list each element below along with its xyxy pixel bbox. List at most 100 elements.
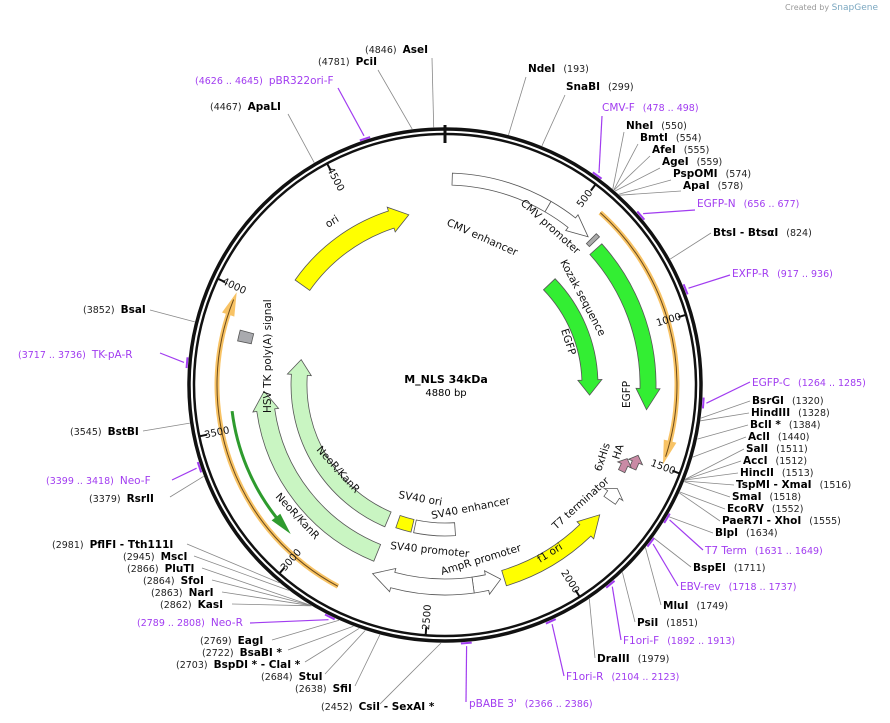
enzyme-site-label[interactable]: SmaI(1518) <box>732 491 801 503</box>
enzyme-site-label[interactable]: (2769)EagI <box>200 635 263 647</box>
primer-site-label[interactable]: EXFP-R(917 .. 936) <box>732 268 833 280</box>
site-position: (2981) <box>52 540 84 551</box>
sv40-ori-box[interactable] <box>395 514 415 533</box>
site-labels: (4846)AseI(4781)PciI (4626 .. 4645)pBR322… <box>18 44 866 713</box>
site-name: EGFP-N <box>697 198 736 210</box>
enzyme-site-label[interactable]: (2981)PflFI - Tth111I <box>52 539 173 551</box>
enzyme-site-label[interactable]: EcoRV(1552) <box>727 503 803 515</box>
enzyme-site-label[interactable]: AgeI(559) <box>662 156 722 168</box>
enzyme-site-label[interactable]: (4846)AseI <box>365 44 428 56</box>
ha-arrow[interactable] <box>616 458 633 474</box>
enzyme-site-label[interactable]: MluI(1749) <box>663 600 728 612</box>
enzyme-site-label[interactable]: BlpI(1634) <box>715 527 778 539</box>
enzyme-site-label[interactable]: PspOMI(574) <box>673 168 751 180</box>
enzyme-site-label[interactable]: (2703)BspDI * - ClaI * <box>176 659 301 671</box>
cmv-promoter-arrow[interactable] <box>544 200 589 238</box>
enzyme-site-label[interactable]: AfeI(555) <box>652 144 709 156</box>
site-position: (4467) <box>210 102 242 113</box>
site-position: (1979) <box>638 654 670 665</box>
neor-inner-arrow[interactable] <box>286 358 392 528</box>
site-position: (2863) <box>151 588 183 599</box>
orf-arc-right[interactable] <box>598 210 680 465</box>
enzyme-site-label[interactable]: BclI *(1384) <box>750 419 820 431</box>
enzyme-site-label[interactable]: (2862)KasI <box>160 599 223 611</box>
egfp-outer-arrow[interactable] <box>589 243 661 411</box>
egfp-inner-arrow[interactable] <box>542 278 603 396</box>
site-leader-line <box>142 422 190 432</box>
enzyme-site-label[interactable]: (3545)BstBI <box>70 426 139 438</box>
site-leader-line <box>588 598 596 659</box>
site-name: NdeI <box>528 63 555 75</box>
primer-site-label[interactable]: T7 Term(1631 .. 1649) <box>704 545 823 557</box>
enzyme-site-label[interactable]: (4467)ApaLI <box>210 101 281 113</box>
primer-site-label[interactable]: (4626 .. 4645)pBR322ori-F <box>195 75 334 87</box>
enzyme-site-label[interactable]: AccI(1512) <box>743 455 807 467</box>
enzyme-site-label[interactable]: (2864)SfoI <box>143 575 204 587</box>
site-position: (2703) <box>176 660 208 671</box>
primer-site-label[interactable]: (3717 .. 3736)TK-pA-R <box>18 349 133 361</box>
orf-arc-left[interactable] <box>214 292 340 589</box>
enzyme-site-label[interactable]: TspMI - XmaI(1516) <box>736 479 851 491</box>
site-position: (1264 .. 1285) <box>798 378 866 389</box>
primer-site-label[interactable]: (2789 .. 2808)Neo-R <box>137 617 243 629</box>
tick-mark <box>590 182 598 192</box>
f1-ori-arrow[interactable] <box>501 514 601 587</box>
enzyme-site-label[interactable]: BtsI - BtsαI(824) <box>713 227 812 239</box>
enzyme-site-label[interactable]: HincII(1513) <box>740 467 814 479</box>
enzyme-site-label[interactable]: (3379)RsrII <box>89 493 154 505</box>
primer-site-label[interactable]: (3399 .. 3418)Neo-F <box>46 475 151 487</box>
primer-site-label[interactable]: F1ori-F(1892 .. 1913) <box>623 635 735 647</box>
enzyme-site-label[interactable]: (2945)MscI <box>123 551 187 563</box>
ampr-promoter-arrow[interactable] <box>471 570 502 596</box>
site-name: SfiI <box>333 683 352 695</box>
primer-binding-mark <box>605 580 616 589</box>
enzyme-site-label[interactable]: PaeR7I - XhoI(1555) <box>722 515 841 527</box>
site-name: BclI * <box>750 419 781 431</box>
ori-arrow[interactable] <box>294 206 410 291</box>
enzyme-site-label[interactable]: (3852)BsaI <box>83 304 146 316</box>
label-ori: ori <box>323 213 341 230</box>
primer-binding-mark <box>682 283 689 295</box>
enzyme-site-label[interactable]: BmtI(554) <box>640 132 701 144</box>
primer-site-label[interactable]: pBABE 3'(2366 .. 2386) <box>469 698 593 710</box>
neor-outer-arrow[interactable] <box>252 390 382 562</box>
enzyme-site-label[interactable]: NdeI(193) <box>528 63 589 75</box>
kozak-box[interactable] <box>585 233 601 248</box>
enzyme-site-label[interactable]: (2684)StuI <box>261 671 323 683</box>
primer-site-label[interactable]: CMV-F(478 .. 498) <box>602 102 699 114</box>
primer-site-label[interactable]: EBV-rev(1718 .. 1737) <box>680 581 797 593</box>
enzyme-site-label[interactable]: (2722)BsaBI * <box>202 647 282 659</box>
enzyme-site-label[interactable]: BspEI(1711) <box>693 562 765 574</box>
primer-site-label[interactable]: F1ori-R(2104 .. 2123) <box>566 671 679 683</box>
enzyme-site-label[interactable]: ApaI(578) <box>683 180 743 192</box>
site-leader-line <box>684 460 742 481</box>
enzyme-site-label[interactable]: HindIII(1328) <box>751 407 830 419</box>
enzyme-site-label[interactable]: AclI(1440) <box>748 431 809 443</box>
enzyme-site-label[interactable]: SalI(1511) <box>746 443 808 455</box>
t7-terminator-arrow[interactable] <box>602 488 624 505</box>
sv40-promoter-arrow[interactable] <box>371 567 475 596</box>
enzyme-site-label[interactable]: (2638)SfiI <box>295 683 352 695</box>
enzyme-site-label[interactable]: BsrGI(1320) <box>752 395 824 407</box>
enzyme-site-label[interactable]: SnaBI(299) <box>566 81 634 93</box>
site-name: PaeR7I - XhoI <box>722 515 801 527</box>
label-ha: HA <box>610 442 626 461</box>
enzyme-site-label[interactable]: DraIII(1979) <box>597 653 669 665</box>
primer-site-label[interactable]: EGFP-C(1264 .. 1285) <box>752 377 866 389</box>
sv40-enhancer-box[interactable] <box>413 519 456 537</box>
site-position: (1718 .. 1737) <box>729 582 797 593</box>
site-position: (1320) <box>792 396 824 407</box>
enzyme-site-label[interactable]: (2452)CsiI - SexAI * <box>321 701 435 713</box>
enzyme-site-label[interactable]: PsiI(1851) <box>637 617 698 629</box>
hsv-tk-polya-box[interactable] <box>237 329 255 345</box>
primer-binding-mark <box>663 513 671 524</box>
site-leader-line <box>684 481 731 498</box>
enzyme-site-label[interactable]: (4781)PciI <box>318 56 377 68</box>
site-leader-line <box>700 412 750 422</box>
site-position: (578) <box>718 181 744 192</box>
enzyme-site-label[interactable]: NheI(550) <box>626 120 687 132</box>
primer-site-label[interactable]: EGFP-N(656 .. 677) <box>697 198 799 210</box>
enzyme-site-label[interactable]: (2866)PluTI <box>127 563 194 575</box>
enzyme-site-label[interactable]: (2863)NarI <box>151 587 214 599</box>
site-leader-line <box>149 309 195 323</box>
